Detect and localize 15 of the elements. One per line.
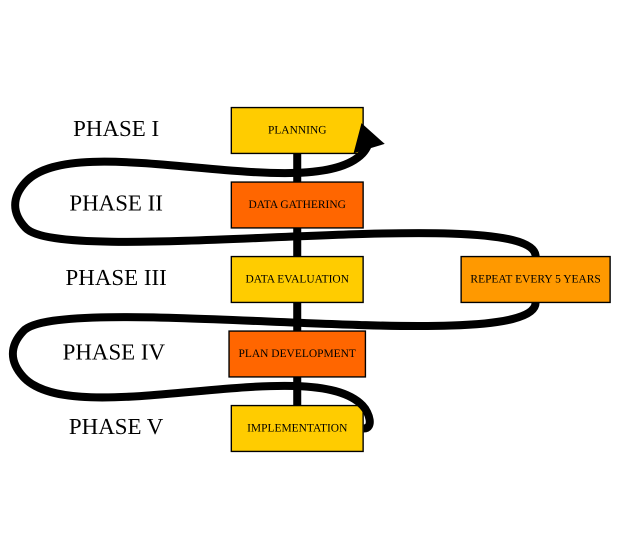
node-box: DATA GATHERING (230, 181, 364, 229)
node-label: PHASE IV (62, 340, 166, 365)
node-box: REPEAT EVERY 5 YEARS (460, 256, 611, 304)
node-label: PHASE II (69, 190, 163, 216)
node-label: PHASE V (68, 414, 164, 440)
connector (293, 154, 302, 182)
node-box: PLAN DEVELOPMENT (228, 330, 366, 378)
node-label: PHASE I (73, 116, 160, 142)
connector (293, 228, 302, 256)
node-label: PHASE III (66, 265, 167, 290)
connector (293, 302, 302, 331)
node-box: DATA EVALUATION (230, 256, 364, 304)
node-box: IMPLEMENTATION (230, 404, 364, 452)
node-box: PLANNING (230, 106, 364, 154)
connector (293, 377, 302, 406)
